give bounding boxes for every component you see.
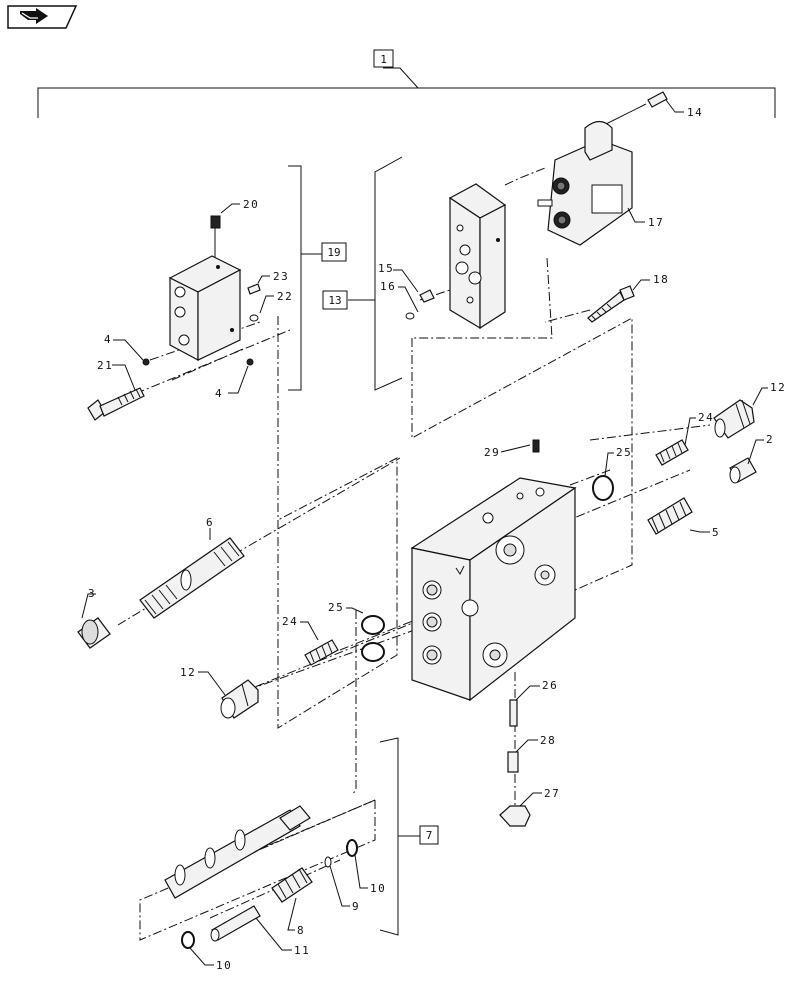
callout-18: 18 [653, 273, 669, 286]
part-17-solenoid [537, 120, 633, 246]
part-21-capscrew [87, 387, 145, 421]
callout-labels: 14 17 20 23 22 15 16 18 4 4 21 12 24 2 2… [88, 106, 786, 972]
part-18-bolt [587, 285, 635, 323]
callout-12a: 12 [770, 381, 786, 394]
part-29-plug [532, 439, 540, 453]
part-26-screw [509, 699, 518, 727]
svg-text:13: 13 [328, 294, 341, 307]
part-23-pin [247, 283, 261, 295]
part-8-spring [271, 867, 313, 903]
part-12-plug-right [713, 399, 755, 439]
label-box-13: 13 [322, 290, 375, 310]
part-9-shim [324, 856, 332, 868]
svg-text:1: 1 [380, 53, 387, 66]
part-15-plug [419, 289, 435, 303]
callout-3: 3 [88, 587, 96, 600]
callout-22: 22 [277, 290, 293, 303]
bracket-19 [288, 165, 302, 391]
callout-17: 17 [648, 216, 664, 229]
part-10-ring-bottom [181, 931, 195, 949]
arrow-right-icon [20, 8, 48, 24]
part-20-setscrew [210, 215, 221, 258]
callout-6: 6 [206, 516, 214, 529]
callout-14: 14 [687, 106, 703, 119]
callout-20: 20 [243, 198, 259, 211]
part-6-spool [139, 537, 245, 619]
part-2-plug [729, 457, 757, 484]
part-5-spring [647, 497, 693, 535]
part-25-oring-right [592, 475, 614, 501]
callout-2: 2 [766, 433, 774, 446]
callout-28: 28 [540, 734, 556, 747]
callout-23: 23 [273, 270, 289, 283]
callout-10b: 10 [216, 959, 232, 972]
callout-25a: 25 [616, 446, 632, 459]
part-12-plug-left [220, 679, 259, 719]
part-11-pin [210, 905, 261, 942]
svg-text:7: 7 [426, 829, 433, 842]
valve-body [410, 477, 577, 702]
bracket-13 [374, 156, 403, 391]
callout-21: 21 [97, 359, 113, 372]
callout-4a: 4 [104, 333, 112, 346]
callout-5: 5 [712, 526, 720, 539]
callout-24a: 24 [698, 411, 714, 424]
callout-16: 16 [380, 280, 396, 293]
label-box-19: 19 [301, 242, 347, 262]
callout-25b: 25 [328, 601, 344, 614]
label-box-7: 7 [398, 825, 439, 845]
part-24-spring-left [304, 639, 339, 666]
assembly-bracket [37, 67, 776, 118]
callout-24b: 24 [282, 615, 298, 628]
callout-10a: 10 [370, 882, 386, 895]
callout-27: 27 [544, 787, 560, 800]
nav-arrow-button[interactable] [7, 5, 78, 29]
callout-11: 11 [294, 944, 310, 957]
bracket-7 [379, 737, 399, 936]
part-14-screw [601, 91, 668, 127]
callout-29: 29 [484, 446, 500, 459]
part-22-oring [249, 314, 259, 322]
part-4-ball-b [246, 358, 254, 366]
svg-text:19: 19 [327, 246, 340, 259]
part-10-ring-top [346, 839, 358, 857]
part-4-ball-a [142, 358, 150, 366]
callout-26: 26 [542, 679, 558, 692]
part-13-spacer-block [448, 183, 507, 330]
leader-lines [81, 99, 768, 966]
part-19-endcap [168, 255, 242, 362]
assembly-label-box: 1 [373, 49, 394, 68]
part-3-cap [77, 617, 111, 649]
callout-12b: 12 [180, 666, 196, 679]
callout-9: 9 [352, 900, 360, 913]
part-7-spool-assembly [164, 805, 311, 899]
part-27-plug [499, 805, 531, 827]
part-16-oring [405, 312, 415, 320]
part-24-spring-right [655, 439, 689, 466]
part-28-plug [507, 751, 519, 773]
callout-15: 15 [378, 262, 394, 275]
callout-8: 8 [297, 924, 305, 937]
part-25-orings-left [361, 615, 385, 662]
callout-4b: 4 [215, 387, 223, 400]
